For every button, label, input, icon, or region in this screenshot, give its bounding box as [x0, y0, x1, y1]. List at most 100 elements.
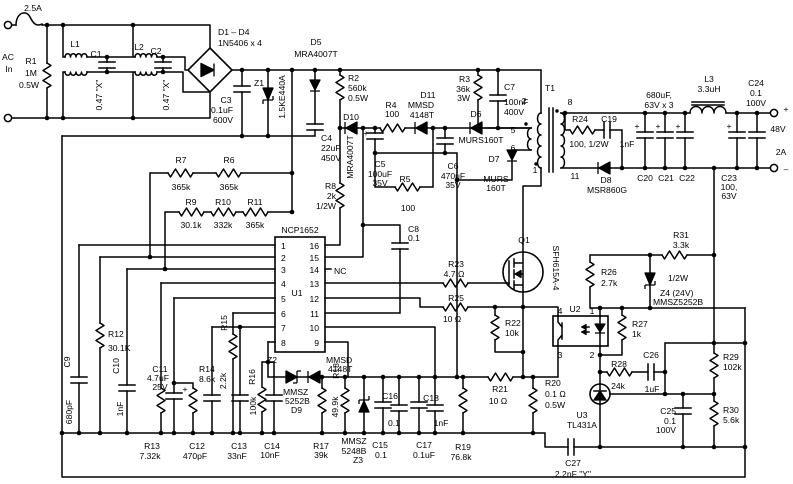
label-d5-ref: D5 [311, 37, 322, 47]
label-c13-val: 33nF [227, 451, 247, 461]
capacitor-C6 [436, 137, 454, 145]
resistor-R19 [458, 387, 468, 414]
label-u1-name: NCP1652 [281, 225, 318, 235]
capacitor-C19 [603, 121, 611, 139]
label-r3-val: 36k [456, 84, 471, 94]
capacitor-C16 [390, 404, 408, 412]
label-u1-p1: 1 [281, 241, 286, 251]
diode-D10 [344, 121, 358, 135]
capacitor-C21 [656, 131, 674, 139]
label-r2-ref: R2 [348, 73, 359, 83]
label-r20-ref: R20 [545, 378, 561, 388]
label-r14-val: 8.6k [199, 374, 216, 384]
resistor-R22 [490, 314, 500, 341]
label-c5-volt: 35V [372, 178, 388, 188]
label-d9-val2: 4148T [328, 364, 353, 374]
label-d11-ref: D11 [420, 90, 435, 100]
capacitor-C8 [391, 242, 409, 250]
inductors [64, 53, 727, 169]
label-t1-pin8: 8 [568, 97, 573, 107]
label-c4-val: 22uF [321, 143, 341, 153]
label-t1-pin5: 5 [511, 125, 516, 135]
capacitor-C11 [165, 392, 183, 400]
label-c7-val: 100nF [504, 97, 528, 107]
label-r15-val: 2.2k [218, 372, 228, 389]
label-r12-ref: R12 [108, 329, 124, 339]
label-r31-ref: R31 [673, 230, 689, 240]
resistor-R25 [442, 302, 469, 312]
label-c21-plus: + [655, 121, 660, 131]
label-out-v: 48V [770, 124, 786, 134]
phase-dot-aux [524, 122, 528, 126]
label-r8-ref: R8 [325, 181, 336, 191]
label-z2-val1: MMSZ [283, 387, 308, 397]
capacitors [70, 61, 766, 456]
label-r9-val: 30.1k [180, 220, 202, 230]
label-r3-pow: 3W [457, 93, 471, 103]
label-r3-ref: R3 [459, 74, 470, 84]
capacitor-C13 [231, 394, 249, 402]
choke-L2-top-winding [134, 53, 158, 58]
label-u1-p8: 8 [281, 338, 286, 348]
diode-D8 [597, 161, 611, 175]
resistor-R28 [606, 367, 633, 377]
label-r20-val: 0.1 Ω [545, 389, 566, 399]
resistor-R14 [188, 387, 198, 414]
label-u1-ref: U1 [292, 288, 303, 298]
label-c23-plus: + [726, 121, 731, 131]
label-r29-ref: R29 [723, 352, 739, 362]
resistor-R20 [528, 387, 538, 414]
label-c10-ref: C10 [111, 358, 121, 374]
label-r30-ref: R30 [723, 405, 739, 415]
label-r12-val: 30.1K [108, 343, 131, 353]
label-r27-ref: R27 [632, 319, 648, 329]
choke-L1-bottom-winding [64, 71, 88, 76]
label-l1-ref: L1 [70, 39, 80, 49]
label-r11-val: 365k [246, 220, 265, 230]
resistor-R7 [167, 168, 194, 178]
label-t1-pin2: 2 [522, 96, 527, 106]
fuse-symbol [15, 12, 44, 26]
label-r6-val: 365k [220, 182, 239, 192]
label-r10-ref: R10 [215, 197, 231, 207]
capacitor-C2 [154, 61, 172, 69]
label-r19-val: 76.8k [450, 452, 472, 462]
label-c9-ref: C9 [62, 356, 72, 367]
label-z4-val: MMSZ5252B [653, 297, 703, 307]
label-u1-p6: 6 [281, 309, 286, 319]
label-r13-ref: R13 [144, 441, 160, 451]
label-c8-val: 0.1 [408, 233, 420, 243]
label-r1-pow: 0.5W [19, 80, 40, 90]
resistor-R11 [242, 207, 269, 217]
label-t1-pin11: 11 [571, 171, 580, 181]
label-u2-pin1: 1 [590, 306, 595, 316]
label-c1-ref: C1 [91, 49, 102, 59]
label-r18-val: 49.9k [330, 396, 340, 418]
label-r31-val: 3.3k [673, 240, 690, 250]
label-r6-ref: R6 [224, 155, 235, 165]
label-d11-val1: MMSD [408, 100, 434, 110]
resistor-R3 [473, 74, 483, 101]
label-r11-ref: R11 [247, 197, 262, 207]
junction-dots [44, 22, 760, 450]
choke-L1-top-winding [64, 53, 88, 58]
shunt-regulator-U3 [589, 383, 611, 405]
label-z3-val2: 5248B [342, 446, 367, 456]
label-u1-p7: 7 [281, 323, 286, 333]
resistor-R4 [379, 123, 406, 133]
capacitor-C3 [233, 85, 251, 93]
label-u1-p11: 11 [310, 309, 319, 319]
label-cout-val: 680uF, [646, 90, 672, 100]
label-ac: AC [2, 52, 14, 62]
label-c11-plus: + [182, 384, 187, 394]
label-c6-volt: 35V [445, 180, 461, 190]
label-z2-val2: 5252B [285, 396, 310, 406]
label-d7-ref: D7 [489, 154, 500, 164]
label-q1-opto: SFH615A-4 [551, 246, 561, 291]
label-r20-pow: 0.5W [545, 400, 566, 410]
resistor-R17 [317, 387, 327, 414]
label-c7-ref: C7 [504, 82, 515, 92]
label-c22-plus: + [675, 121, 680, 131]
label-u1-p10: 10 [309, 323, 319, 333]
resistor-R12 [95, 322, 105, 349]
